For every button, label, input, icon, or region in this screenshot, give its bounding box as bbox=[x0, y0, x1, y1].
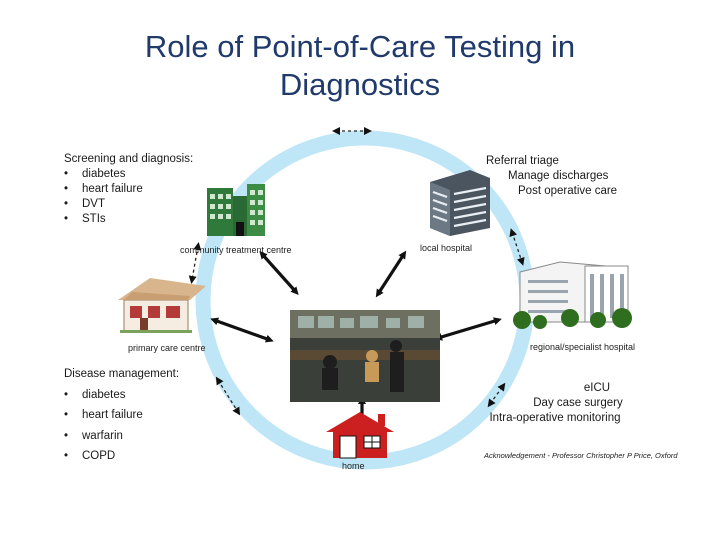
acknowledgement: Acknowledgement - Professor Christopher … bbox=[484, 451, 678, 460]
referral-line: Post operative care bbox=[518, 185, 618, 197]
screening-item: • diabetes bbox=[64, 167, 193, 182]
screening-block: Screening and diagnosis: • diabetes • hear… bbox=[64, 152, 193, 227]
screening-item-label: heart failure bbox=[82, 183, 143, 195]
community-building-icon bbox=[207, 184, 265, 236]
dashed-arrow-right-upper bbox=[509, 228, 525, 266]
arrow-to-community bbox=[259, 251, 299, 295]
icu-block: eICU Day case surgery Intra-operative mo… bbox=[470, 381, 640, 426]
disease-item-label: warfarin bbox=[82, 429, 123, 442]
bullet-icon: • bbox=[64, 168, 69, 180]
bullet-icon: • bbox=[64, 213, 69, 225]
disease-item: • warfarin bbox=[64, 426, 179, 447]
label-community-treatment-centre: community treatment centre bbox=[180, 245, 292, 255]
center-arrows bbox=[210, 250, 502, 424]
label-home: home bbox=[342, 461, 365, 471]
dashed-arrow-right-lower bbox=[487, 382, 506, 408]
screening-item: • STIs bbox=[64, 212, 193, 227]
disease-item-label: diabetes bbox=[82, 388, 126, 401]
bullet-icon: • bbox=[64, 198, 69, 210]
referral-line: Referral triage bbox=[486, 155, 559, 167]
bullet-icon: • bbox=[64, 409, 69, 421]
screening-item-label: DVT bbox=[82, 198, 105, 210]
disease-item: • COPD bbox=[64, 446, 179, 467]
dashed-arrow-left-lower bbox=[215, 376, 241, 416]
disease-item-label: COPD bbox=[82, 450, 116, 462]
arrow-to-local-hospital bbox=[375, 250, 407, 298]
referral-line: Manage discharges bbox=[508, 170, 609, 182]
control-room-photo bbox=[290, 310, 440, 402]
bullet-icon: • bbox=[64, 429, 69, 442]
screening-item: • DVT bbox=[64, 197, 193, 212]
arrow-to-regional bbox=[434, 317, 502, 341]
disease-heading: Disease management: bbox=[64, 368, 180, 380]
ring-dashed-arrows bbox=[188, 127, 525, 416]
screening-item-label: diabetes bbox=[82, 168, 126, 180]
disease-item: • heart failure bbox=[64, 405, 179, 426]
title-line-1: Role of Point-of-Care Testing in bbox=[144, 29, 576, 64]
icu-line: Day case surgery bbox=[533, 397, 623, 409]
bullet-icon: • bbox=[64, 388, 69, 401]
regional-hospital-icon bbox=[513, 261, 632, 329]
arrow-to-primary-care bbox=[210, 317, 274, 343]
screening-heading: Screening and diagnosis: bbox=[64, 153, 194, 165]
disease-item: • diabetes bbox=[64, 385, 179, 406]
page-title: Role of Point-of-Care Testing in Diagnos… bbox=[0, 28, 720, 104]
title-line-2: Diagnostics bbox=[279, 67, 441, 102]
home-icon bbox=[326, 412, 394, 459]
disease-block: Disease management: • diabetes • heart fai… bbox=[64, 364, 179, 467]
screening-item: • heart failure bbox=[64, 182, 193, 197]
icu-line: Intra-operative monitoring bbox=[489, 412, 621, 424]
label-regional-hospital: regional/specialist hospital bbox=[530, 342, 636, 352]
label-local-hospital: local hospital bbox=[420, 243, 473, 253]
disease-item-label: heart failure bbox=[82, 409, 143, 421]
bullet-icon: • bbox=[64, 450, 69, 462]
icu-line: eICU bbox=[583, 382, 611, 394]
local-hospital-icon bbox=[430, 170, 490, 236]
label-primary-care-centre: primary care centre bbox=[128, 343, 206, 353]
referral-block: Referral triage Manage discharges Post o… bbox=[440, 154, 625, 199]
primary-care-house-icon bbox=[118, 278, 206, 333]
screening-item-label: STIs bbox=[82, 213, 106, 225]
bullet-icon: • bbox=[64, 183, 69, 195]
